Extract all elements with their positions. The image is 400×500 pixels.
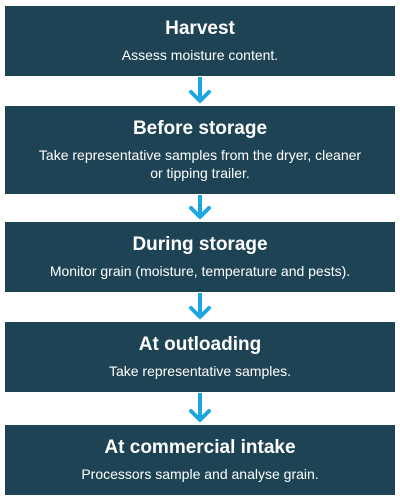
- step-description: Take representative samples.: [108, 363, 292, 379]
- step-at-outloading: At outloading Take representative sample…: [5, 322, 395, 392]
- step-before-storage: Before storage Take representative sampl…: [5, 106, 395, 194]
- down-arrow-icon: [189, 77, 211, 103]
- step-title: Before storage: [132, 118, 268, 139]
- step-harvest: Harvest Assess moisture content.: [5, 6, 395, 76]
- step-description: Monitor grain (moisture, temperature and…: [49, 263, 351, 279]
- step-description: Take representative samples from the dry…: [38, 147, 362, 181]
- down-arrow-icon: [189, 195, 211, 219]
- step-title: At commercial intake: [104, 437, 296, 458]
- step-description: Processors sample and analyse grain.: [81, 466, 319, 482]
- step-title: During storage: [132, 234, 268, 255]
- down-arrow-icon: [189, 293, 211, 319]
- step-description: Assess moisture content.: [121, 47, 279, 63]
- step-title: Harvest: [165, 18, 235, 39]
- step-at-commercial-intake: At commercial intake Processors sample a…: [5, 425, 395, 495]
- step-during-storage: During storage Monitor grain (moisture, …: [5, 222, 395, 292]
- down-arrow-icon: [189, 393, 211, 422]
- step-title: At outloading: [138, 334, 262, 355]
